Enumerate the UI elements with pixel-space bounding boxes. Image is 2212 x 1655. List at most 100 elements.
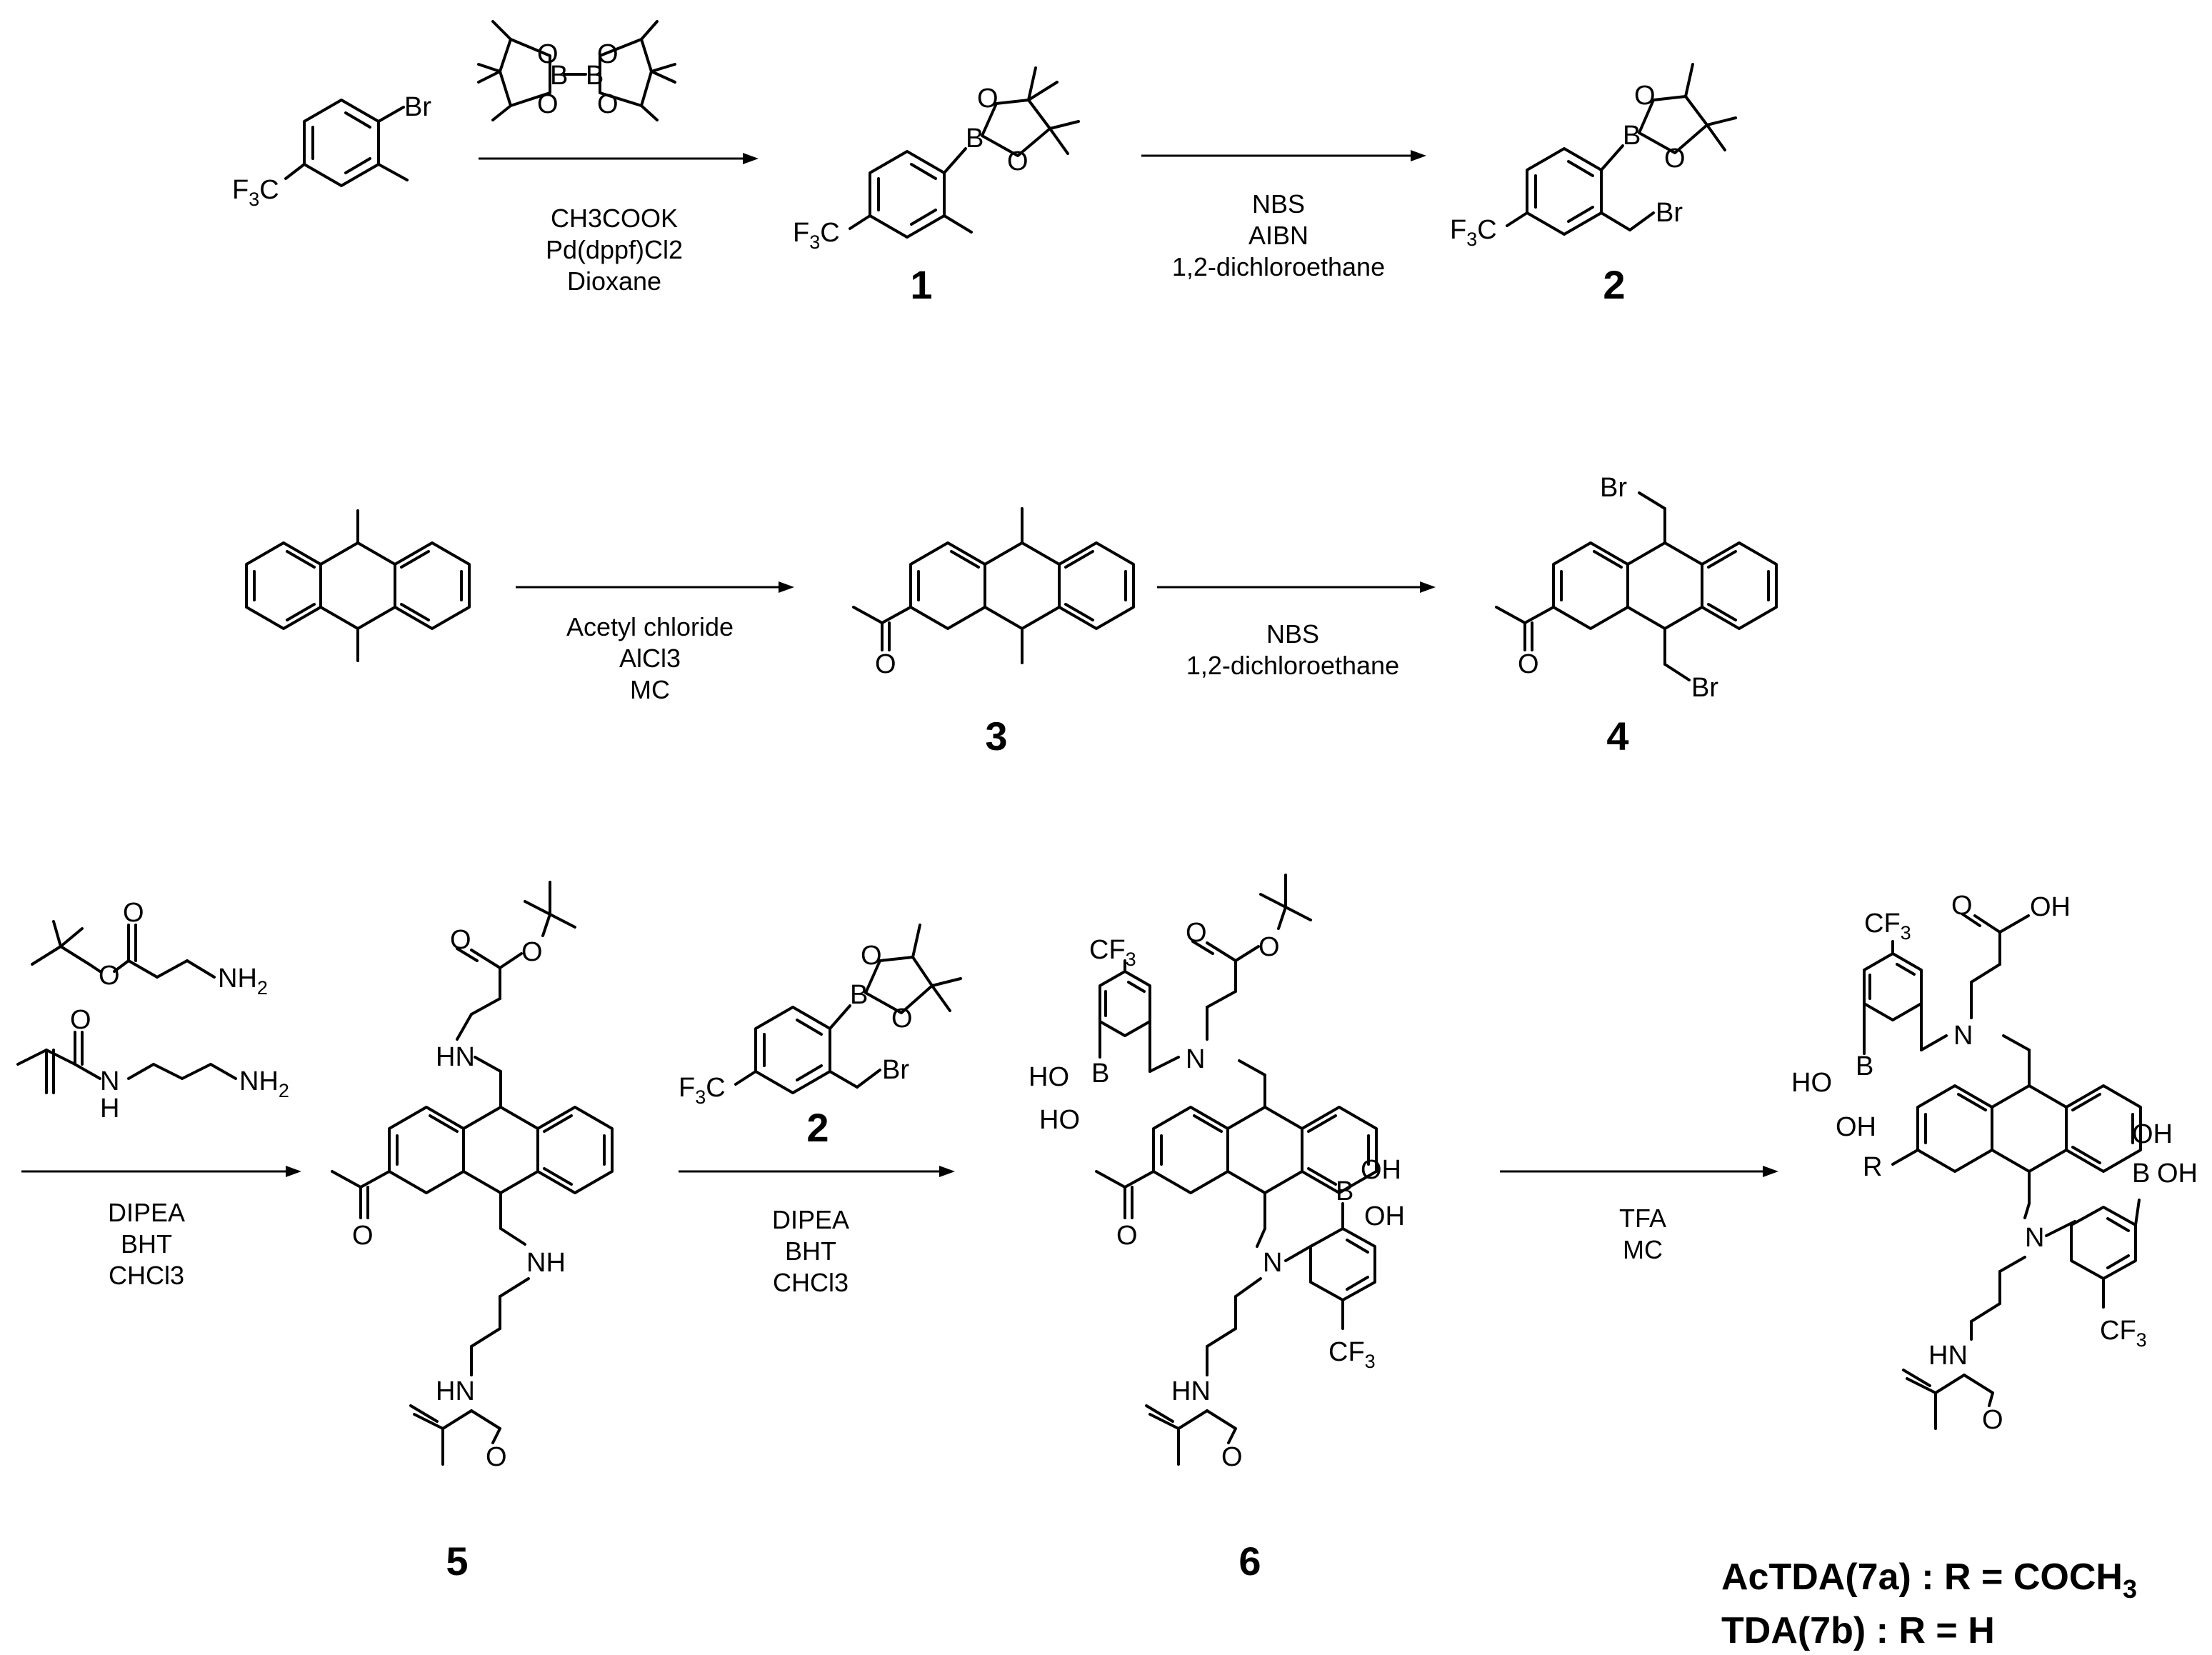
atom-r: R [1863,1152,1882,1182]
rxn2-cond-2: AIBN [1248,221,1308,250]
svg-text:N: N [2025,1223,2044,1253]
svg-text:NH2: NH2 [218,964,268,999]
rxn2-cond-1: NBS [1252,189,1305,219]
svg-text:Br: Br [1656,198,1683,228]
rxn5-cond-2: BHT [121,1229,172,1259]
svg-text:HN: HN [436,1376,475,1406]
svg-text:O: O [891,1004,913,1034]
svg-text:B: B [850,980,868,1010]
svg-text:N: N [1263,1248,1282,1278]
rxn2-cond-3: 1,2-dichloroethane [1172,252,1385,281]
rxn6-cond-2: BHT [785,1236,836,1266]
svg-text:CF3: CF3 [1864,909,1911,944]
compound-1-structure: B O O F3C [793,66,1080,253]
compound-5-structure: O HN O O NH HN O [331,881,614,1472]
compound-7-structure: R N O OH CF3 B HO OH N CF3 B OH OH [1791,891,2198,1435]
svg-text:HN: HN [436,1042,475,1072]
svg-text:OH: OH [1364,1201,1405,1231]
svg-text:O: O [70,1005,91,1035]
compound-2-label: 2 [1603,262,1625,307]
svg-text:Br: Br [1691,673,1718,703]
compound-6-structure: O N O O CF3 B HO HO N CF3 [1029,874,1405,1472]
compound-1-label: 1 [910,262,932,307]
rxn1-cond-2: Pd(dppf)Cl2 [546,235,683,264]
atom-f3c: F3C [793,218,840,253]
svg-text:O: O [1258,932,1280,962]
atom-f3c: F3C [679,1073,726,1108]
svg-text:O: O [486,1442,507,1472]
rxn4-cond-2: 1,2-dichloroethane [1186,651,1399,680]
svg-text:CF3: CF3 [1089,935,1136,970]
svg-text:N: N [100,1066,119,1096]
svg-text:HO: HO [1029,1062,1069,1092]
rxn5-cond-1: DIPEA [108,1198,185,1227]
compound-6-label: 6 [1238,1539,1261,1584]
svg-text:B: B [966,124,984,154]
svg-text:O: O [1116,1221,1138,1251]
svg-text:O: O [521,937,543,967]
svg-text:B: B [586,61,604,91]
svg-text:B: B [1336,1176,1353,1206]
dimethylanthracene [245,509,471,662]
svg-text:CF3: CF3 [1328,1337,1376,1372]
svg-text:CF3: CF3 [2100,1316,2147,1351]
rxn1-cond-1: CH3COOK [551,204,678,233]
svg-text:O: O [875,649,896,679]
svg-text:O: O [537,89,559,119]
svg-text:N: N [1186,1044,1205,1074]
reagent-compound-2: B O O Br F3C [679,924,962,1108]
svg-text:HN: HN [1928,1341,1968,1371]
svg-text:OH: OH [2030,892,2071,922]
svg-text:O: O [1186,918,1207,948]
svg-text:NH: NH [526,1248,566,1278]
svg-text:O: O [450,925,471,955]
svg-text:N: N [1953,1021,1973,1051]
svg-text:OH: OH [2157,1159,2198,1189]
svg-text:B: B [2132,1159,2150,1189]
svg-text:O: O [597,39,619,69]
start-aryl-bromide: Br F3C [232,92,431,210]
rxn3-cond-1: Acetyl chloride [566,612,734,641]
compound-4-label: 4 [1606,714,1628,759]
reagent-amines: O O NH2 O N H NH2 [16,898,289,1124]
svg-text:O: O [123,898,144,928]
svg-text:O: O [352,1221,374,1251]
svg-text:Br: Br [882,1055,909,1085]
rxn3-cond-3: MC [630,675,670,704]
final-label-7b: TDA(7b) : R = H [1721,1610,1995,1651]
atom-f3c: F3C [1450,215,1497,250]
compound-3-structure: O [852,507,1135,679]
rxn7-cond-2: MC [1623,1235,1663,1264]
rxn6-cond-3: CHCl3 [773,1268,849,1297]
svg-text:O: O [99,961,120,991]
atom-br: Br [404,92,431,122]
svg-text:Br: Br [1600,473,1627,503]
svg-text:O: O [1664,144,1686,174]
svg-text:OH: OH [1361,1155,1401,1185]
svg-text:B: B [550,61,568,91]
compound-2-reagent-label: 2 [806,1105,829,1150]
svg-text:HO: HO [1791,1068,1832,1098]
svg-text:O: O [861,941,882,971]
rxn3-cond-2: AlCl3 [619,644,681,673]
svg-text:O: O [977,84,999,114]
svg-text:B: B [1091,1059,1109,1089]
svg-text:OH: OH [1836,1112,1876,1142]
svg-text:O: O [597,89,619,119]
svg-text:HN: HN [1171,1376,1211,1406]
compound-5-label: 5 [446,1539,468,1584]
svg-text:H: H [100,1094,119,1124]
compound-4-structure: Br Br O [1495,473,1778,703]
rxn4-cond-1: NBS [1266,619,1319,649]
reagent-b2pin2: O O B B O O [477,20,676,121]
svg-text:O: O [1007,146,1029,176]
svg-text:B: B [1623,121,1641,151]
final-label-7a: AcTDA(7a) : R = COCH3 [1721,1556,2137,1604]
compound-3-label: 3 [985,714,1007,759]
atom-f3c: F3C [232,175,279,210]
rxn5-cond-3: CHCl3 [109,1261,184,1290]
rxn6-cond-1: DIPEA [772,1205,849,1234]
svg-text:HO: HO [1039,1105,1080,1135]
svg-text:O: O [1221,1442,1243,1472]
